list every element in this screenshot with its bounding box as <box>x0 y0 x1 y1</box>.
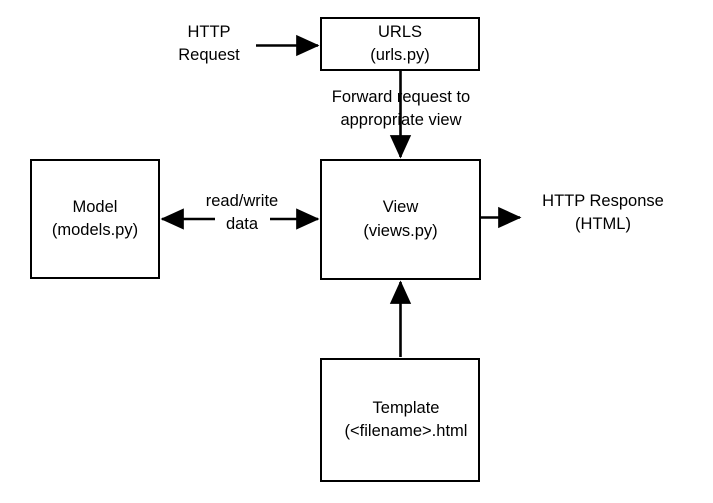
node-template-subtitle: (<filename>.html <box>344 422 468 440</box>
edge-label-read-write-data-line2: data <box>225 215 259 234</box>
node-template-title: Template <box>372 398 440 417</box>
node-model-title: Model <box>72 197 118 216</box>
edge-label-forward-request: Forward request to appropriate view <box>316 86 486 133</box>
edge-label-http-request: HTTP Request <box>163 21 255 68</box>
node-template[interactable]: Template (<filename>.html <box>320 358 480 482</box>
node-urls-title: URLS <box>377 22 422 41</box>
node-model-subtitle: (models.py) <box>51 221 139 239</box>
edge-label-http-request-line2: Request <box>178 46 240 65</box>
edge-label-http-response-line2: (HTML) <box>575 215 631 234</box>
edge-label-http-request-line1: HTTP <box>187 23 231 41</box>
node-view-subtitle: (views.py) <box>363 221 438 240</box>
node-view-title: View <box>382 198 419 217</box>
edge-label-read-write-data: read/write data <box>196 190 288 237</box>
node-urls-subtitle: (urls.py) <box>370 46 430 64</box>
edge-label-forward-request-line2: appropriate view <box>340 111 462 130</box>
node-model[interactable]: Model (models.py) <box>30 159 160 279</box>
edge-label-read-write-data-line1: read/write <box>205 192 279 210</box>
node-view[interactable]: View (views.py) <box>320 159 481 280</box>
edge-label-forward-request-line1: Forward request to <box>331 88 471 106</box>
edge-label-http-response: HTTP Response (HTML) <box>528 190 678 237</box>
node-urls[interactable]: URLS (urls.py) <box>320 17 480 71</box>
edge-label-http-response-line1: HTTP Response <box>542 192 664 210</box>
